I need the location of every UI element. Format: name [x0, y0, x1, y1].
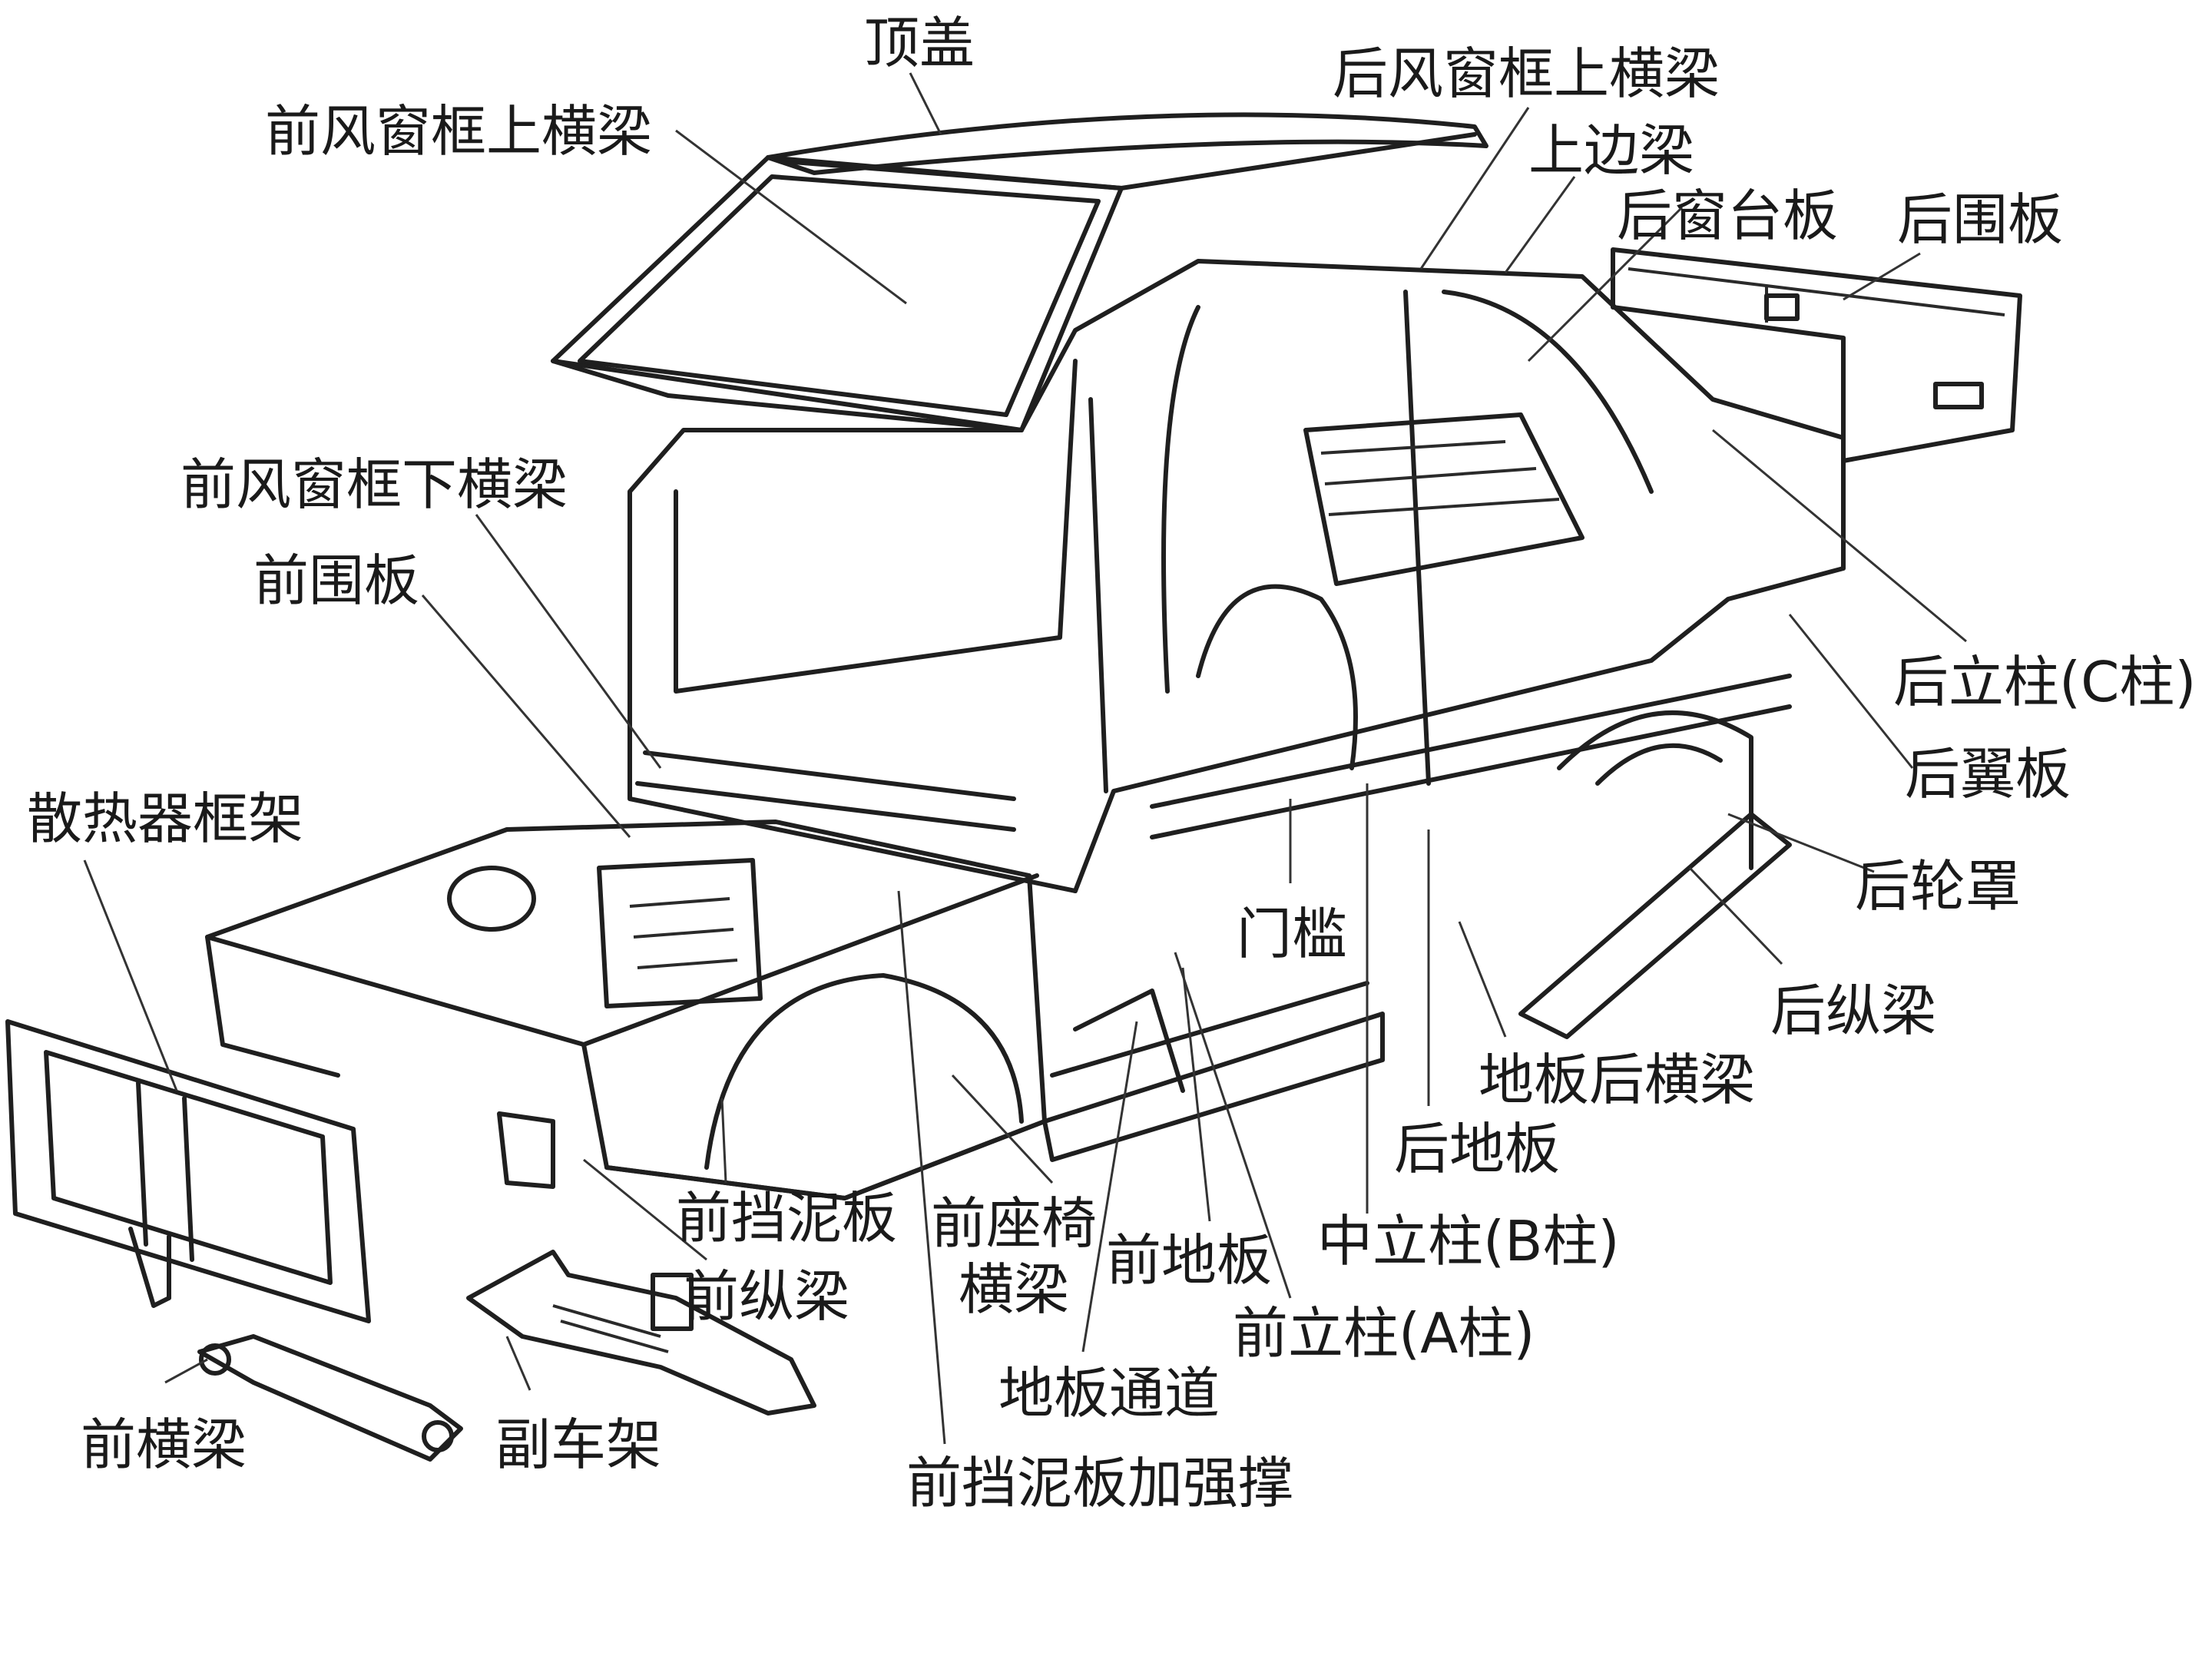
label-rear-floor-crossmember: 地板后横梁: [1479, 1048, 1756, 1112]
windshield-frame-drawing: [551, 155, 1124, 432]
label-front-crossmember: 前横梁: [81, 1412, 247, 1477]
label-front-window-lower-rail: 前风窗框下横梁: [180, 452, 568, 517]
label-roof: 顶盖: [864, 11, 975, 75]
label-rear-panel: 后围板: [1897, 187, 2064, 252]
body-side-drawing: [628, 259, 1846, 893]
label-rear-wheel-house: 后轮罩: [1855, 854, 2022, 919]
label-upper-side-rail: 上边梁: [1528, 118, 1695, 183]
floor-drawing: [1042, 981, 1385, 1162]
roof-drawing: [766, 112, 1488, 190]
rear-panel-drawing: [1611, 247, 2022, 463]
label-center-pillar: 中立柱(B柱): [1317, 1209, 1620, 1273]
label-front-pillar: 前立柱(A柱): [1233, 1301, 1535, 1366]
label-subframe: 副车架: [495, 1412, 662, 1477]
subframe-drawing: [197, 1250, 816, 1462]
label-rear-floor: 后地板: [1394, 1117, 1561, 1181]
label-rear-window-shelf: 后窗台板: [1617, 184, 1839, 248]
label-front-window-upper-rail: 前风窗框上横梁: [265, 99, 653, 164]
label-dash-panel: 前围板: [253, 548, 420, 613]
label-rear-fender: 后翼板: [1905, 742, 2071, 806]
label-front-longitudinal-beam: 前纵梁: [684, 1264, 850, 1329]
label-front-floor: 前地板: [1106, 1228, 1273, 1293]
label-rear-longitudinal-beam: 后纵梁: [1770, 979, 1937, 1043]
label-front-fender: 前挡泥板: [676, 1186, 898, 1250]
leader-lines: [83, 72, 1967, 1445]
label-front-fender-brace: 前挡泥板加强撑: [906, 1451, 1294, 1515]
label-front-seat-crossmember: 前座椅横梁: [930, 1191, 1097, 1323]
label-radiator-frame: 散热器框架: [27, 786, 304, 851]
label-rear-window-upper-rail: 后风窗框上横梁: [1333, 41, 1720, 106]
label-floor-tunnel: 地板通道: [998, 1361, 1220, 1426]
label-door-sill: 门槛: [1237, 902, 1348, 966]
rear-wheel-house-drawing: [1518, 710, 1792, 1039]
radiator-frame-drawing: [5, 1019, 371, 1323]
label-rear-pillar: 后立柱(C柱): [1893, 650, 2197, 714]
